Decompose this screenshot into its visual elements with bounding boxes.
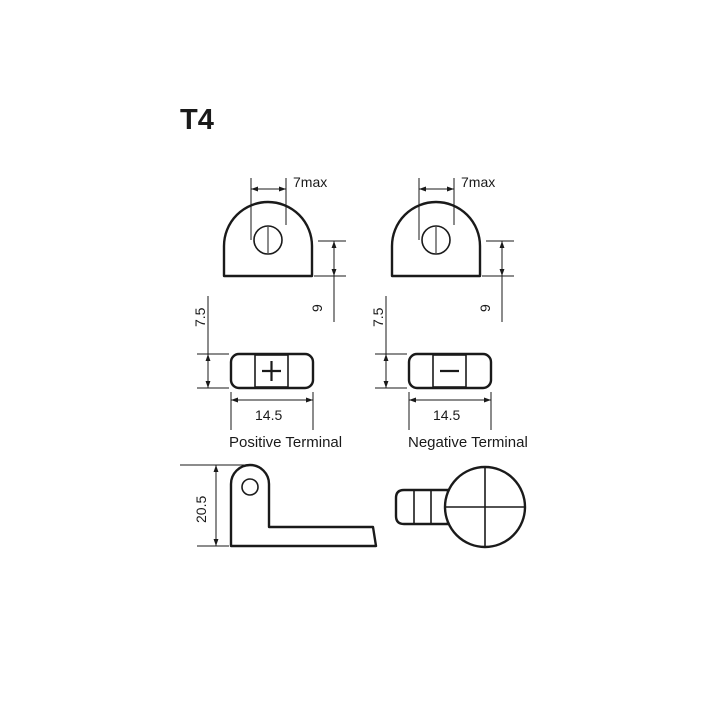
positive-thickness-dim-label: 7.5 (192, 307, 208, 327)
positive-terminal-label: Positive Terminal (229, 434, 342, 451)
side-height-dimension: 20.5 (180, 464, 250, 547)
negative-terminal-label: Negative Terminal (408, 434, 528, 451)
side-height-dim-label: 20.5 (193, 496, 209, 523)
diagram-title: T4 (180, 104, 214, 136)
negative-width-dim-label: 14.5 (433, 407, 460, 423)
positive-height-dim-label: 9 (309, 304, 325, 312)
negative-hole-dim-label: 7max (461, 174, 495, 190)
plus-symbol (262, 361, 281, 381)
positive-terminal-top-view (229, 352, 315, 390)
positive-width-dimension: 14.5 (230, 392, 314, 430)
terminal-side-view (229, 463, 378, 548)
positive-hole-dim-label: 7max (293, 174, 327, 190)
negative-height-dimension: 9 (477, 240, 514, 322)
negative-terminal-front-view (390, 200, 482, 278)
negative-terminal-top-view (407, 352, 493, 390)
negative-width-dimension: 14.5 (408, 392, 492, 430)
negative-hole-dimension: 7max (418, 174, 495, 240)
negative-height-dim-label: 9 (477, 304, 493, 312)
positive-height-dimension: 9 (309, 240, 346, 322)
positive-width-dim-label: 14.5 (255, 407, 282, 423)
positive-thickness-dimension: 7.5 (192, 296, 229, 389)
terminal-top-round-view (394, 465, 527, 549)
positive-terminal-front-view (222, 200, 314, 278)
positive-hole-dimension: 7max (250, 174, 327, 240)
negative-thickness-dimension: 7.5 (370, 296, 407, 389)
negative-thickness-dim-label: 7.5 (370, 307, 386, 327)
